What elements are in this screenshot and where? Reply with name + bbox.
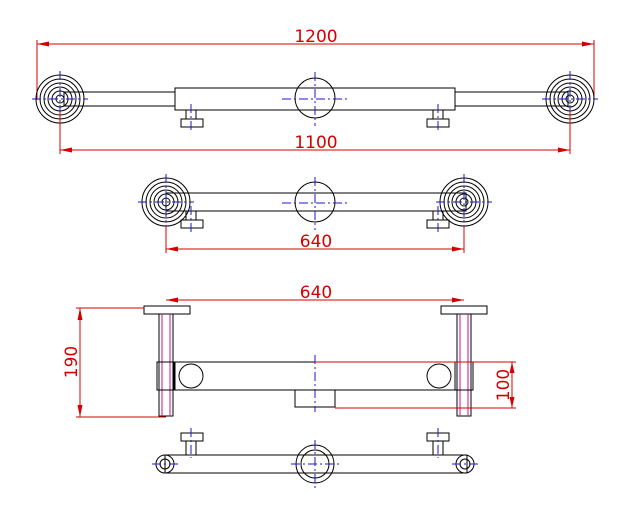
short-left-foot	[180, 206, 204, 232]
view-front-short: 640	[138, 174, 492, 253]
bottom-right-foot	[426, 428, 450, 458]
dimension-100: 100	[315, 361, 516, 409]
left-top-plate	[143, 305, 191, 315]
dimension-640-top: 640	[166, 283, 464, 303]
dimension-label-640-top: 640	[300, 283, 332, 303]
dimension-label-190: 190	[62, 346, 82, 378]
left-post	[156, 313, 176, 417]
bottom-left-foot	[180, 428, 204, 458]
right-foot	[426, 104, 450, 130]
dimension-190: 190	[62, 307, 166, 418]
right-post	[454, 313, 474, 417]
bottom-left-end	[152, 454, 178, 474]
view-top: 640 190	[62, 283, 516, 418]
bottom-right-end	[452, 454, 478, 474]
dimension-label-1100: 1100	[294, 133, 337, 153]
dimension-label-640-middle: 640	[300, 232, 332, 252]
right-bore	[426, 363, 452, 389]
left-bore	[178, 363, 204, 389]
dimension-1200: 1200	[36, 27, 595, 100]
right-top-plate	[440, 305, 488, 315]
left-foot	[180, 104, 204, 130]
dimension-1100: 1100	[59, 112, 571, 154]
dimension-640-middle: 640	[165, 226, 465, 253]
short-right-foot	[426, 206, 450, 232]
dimension-label-100: 100	[494, 369, 514, 401]
short-bar	[165, 192, 467, 212]
view-bottom	[152, 428, 478, 488]
view-front-long: 1200	[32, 27, 598, 154]
dimension-label-1200: 1200	[294, 27, 337, 47]
short-right-wheel	[436, 174, 492, 230]
